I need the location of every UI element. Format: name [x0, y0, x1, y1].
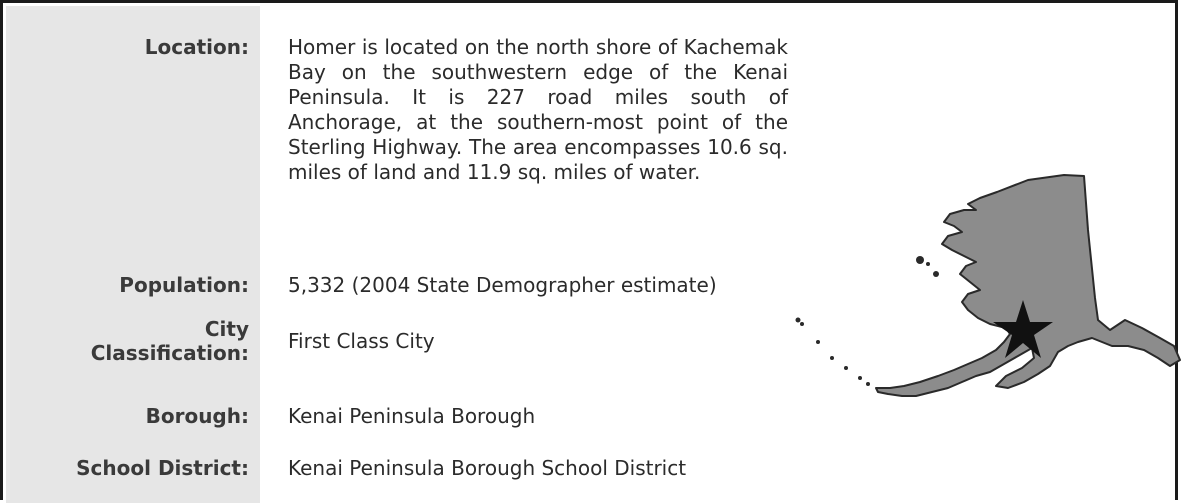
island [830, 356, 834, 360]
school-district-value: Kenai Peninsula Borough School District [288, 456, 687, 480]
island [816, 340, 820, 344]
location-value: Homer is located on the north shore of K… [288, 35, 788, 184]
island [844, 366, 848, 370]
location-label: Location: [144, 35, 249, 59]
island [795, 317, 801, 323]
borough-value: Kenai Peninsula Borough [288, 404, 536, 428]
alaska-map-icon [795, 174, 1181, 397]
island [858, 376, 862, 380]
school-district-label: School District: [76, 456, 249, 480]
population-value: 5,332 (2004 State Demographer estimate) [288, 273, 717, 297]
borough-label: Borough: [145, 404, 249, 428]
population-label: Population: [119, 273, 249, 297]
island [866, 382, 870, 386]
star-icon [993, 300, 1053, 358]
city-classification-value: First Class City [288, 329, 435, 353]
label-column [6, 6, 260, 503]
island [926, 262, 930, 266]
island [933, 271, 939, 277]
city-classification-label: City Classification: [9, 317, 249, 365]
alaska-mainland [875, 174, 1181, 397]
island [800, 322, 804, 326]
island [916, 256, 924, 264]
city-classification-label-line2: Classification: [90, 341, 249, 365]
city-classification-label-line1: City [204, 317, 249, 341]
